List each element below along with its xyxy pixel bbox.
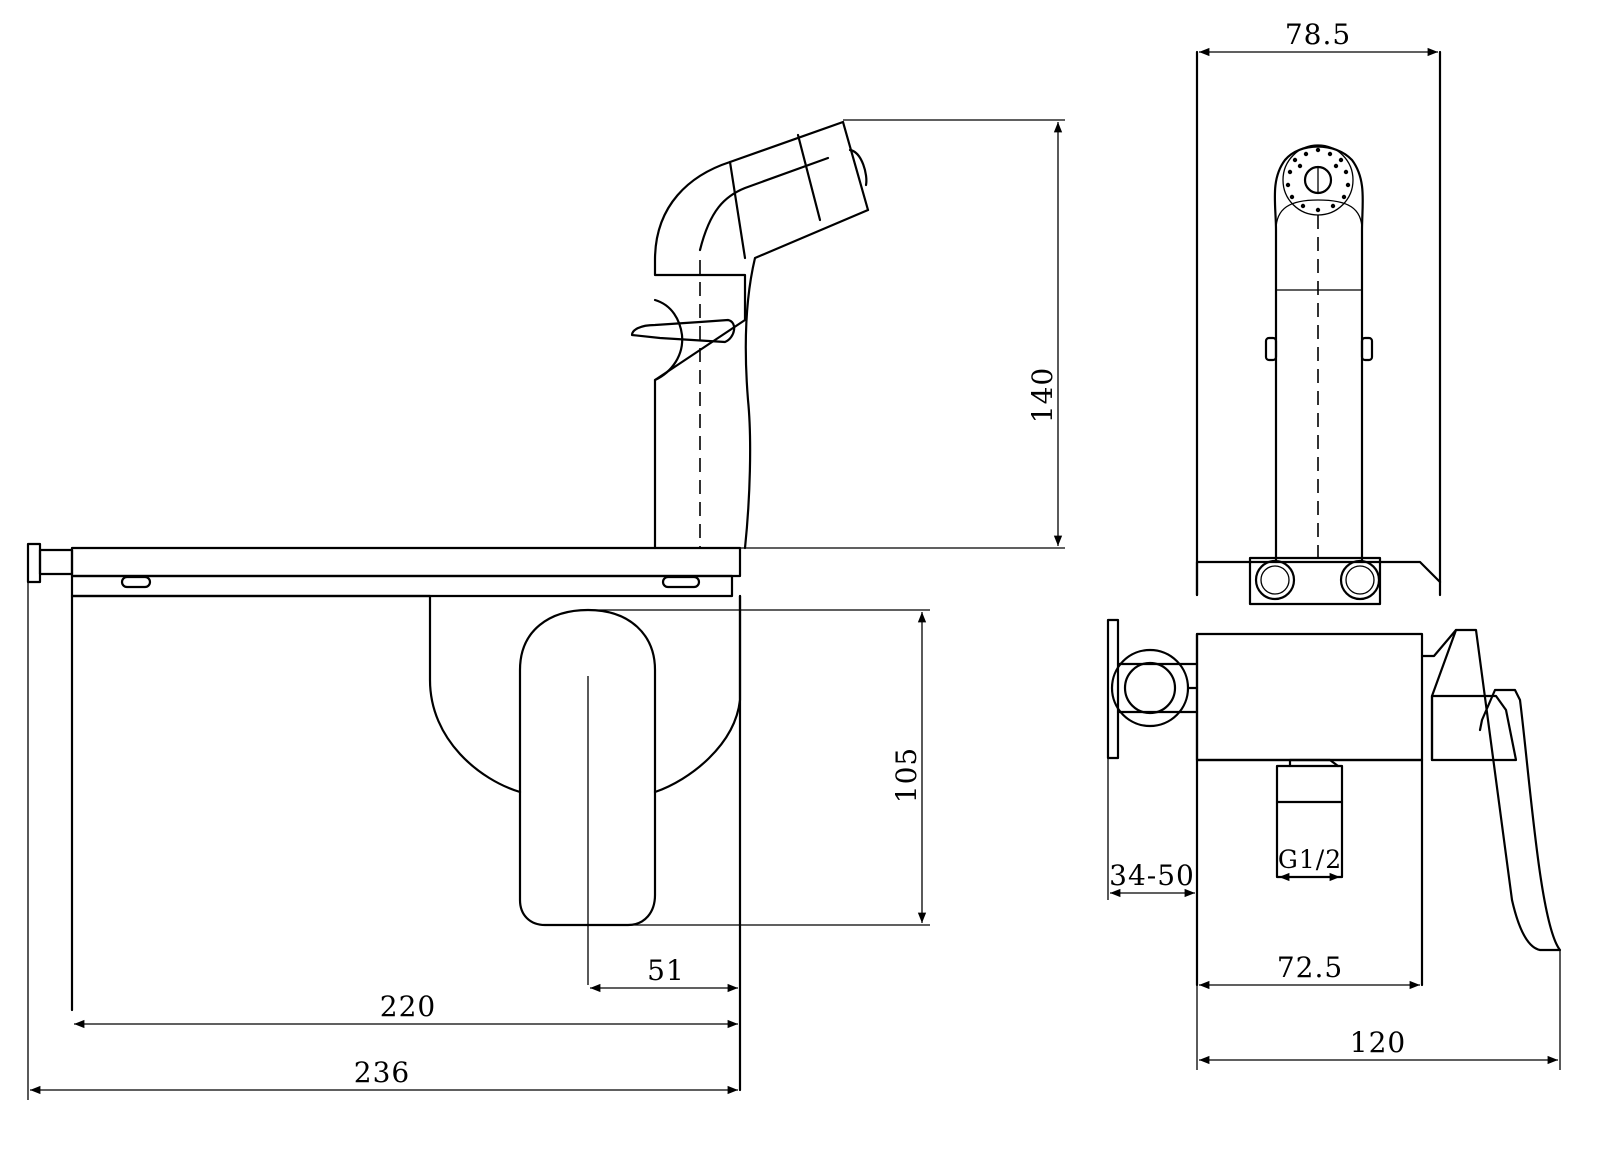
dim-78-5: 78.5 — [1199, 18, 1438, 57]
dim-140: 140 — [740, 119, 1065, 549]
front-view: 78.5 34-50 — [1106, 18, 1562, 1070]
dim-34-50: 34-50 — [1107, 758, 1195, 900]
side-view: 140 105 51 220 236 — [26, 119, 1065, 1100]
dim-51-label: 51 — [647, 954, 685, 987]
front-holder — [1195, 50, 1442, 606]
dim-220-label: 220 — [380, 990, 436, 1023]
dim-236: 236 — [27, 582, 738, 1100]
dim-105-label: 105 — [890, 747, 923, 803]
dim-120: 120 — [1196, 950, 1561, 1070]
dim-220: 220 — [74, 990, 738, 1029]
side-valve-body — [70, 594, 742, 1092]
dim-78-5-label: 78.5 — [1285, 18, 1351, 51]
dim-72-5: 72.5 — [1199, 951, 1420, 990]
dim-g1-2: G1/2 — [1278, 845, 1342, 882]
dim-140-label: 140 — [1026, 367, 1059, 423]
side-mounting-plate — [26, 542, 742, 598]
front-hand-shower — [1264, 144, 1374, 564]
dim-105: 105 — [588, 609, 930, 926]
side-hand-shower — [630, 120, 870, 550]
dim-236-label: 236 — [354, 1056, 410, 1089]
front-valve-body — [1106, 618, 1562, 987]
dim-34-50-label: 34-50 — [1109, 859, 1195, 892]
dim-51: 51 — [590, 954, 738, 993]
thread-label: G1/2 — [1278, 845, 1342, 874]
dim-72-5-label: 72.5 — [1277, 951, 1343, 984]
dim-120-label: 120 — [1350, 1026, 1406, 1059]
